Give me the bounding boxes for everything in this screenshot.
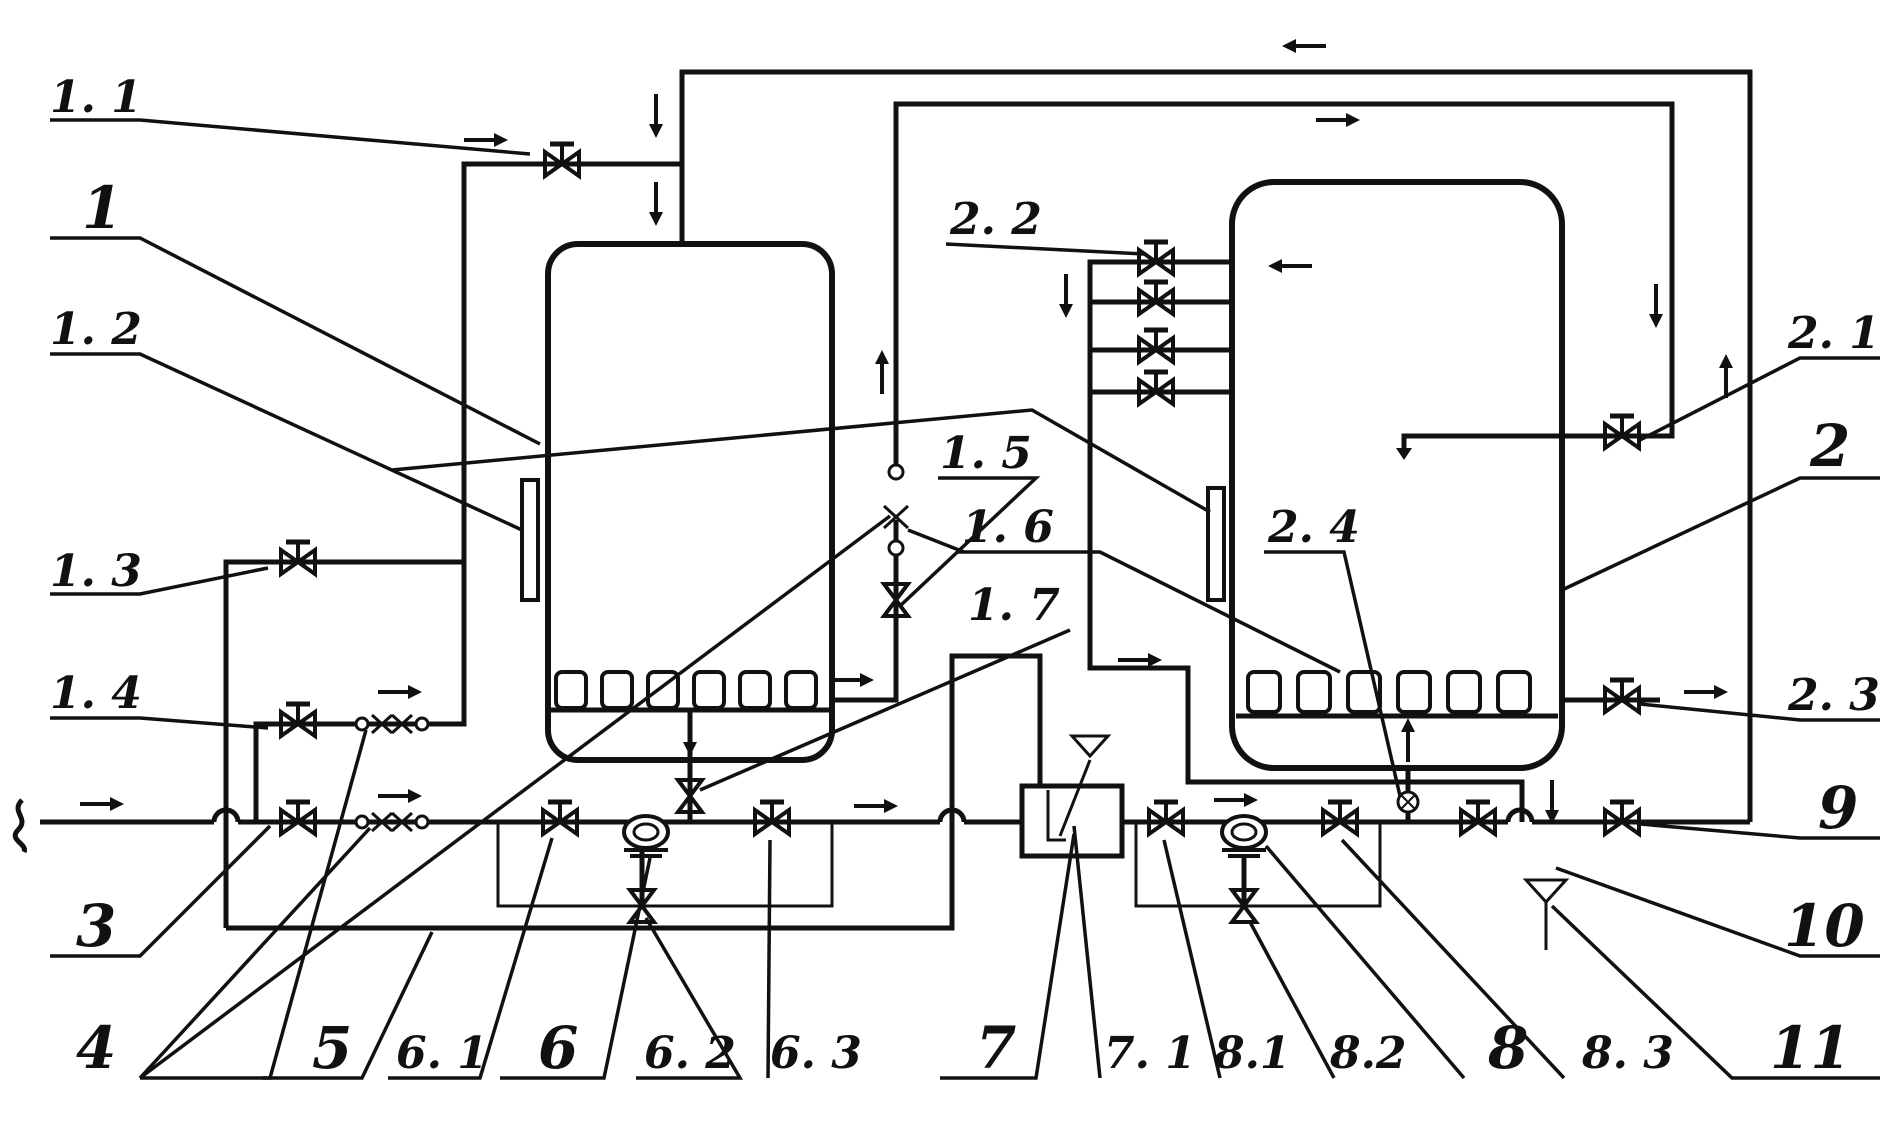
leader-lines bbox=[50, 118, 1880, 1080]
label-1-4: 1. 4 bbox=[50, 668, 142, 719]
valve-3-icon[interactable] bbox=[281, 802, 315, 834]
label-1-3: 1. 3 bbox=[50, 546, 142, 597]
vessel-2-filter-caps bbox=[1246, 670, 1532, 714]
valve-8-1-icon[interactable] bbox=[1149, 802, 1183, 834]
label-9: 9 bbox=[1818, 774, 1858, 842]
label-1: 1 bbox=[82, 174, 122, 242]
label-2-1: 2. 1 bbox=[1787, 308, 1880, 359]
labels: 1. 1 1 1. 2 1. 3 1. 4 3 4 5 6. 1 6 6. 2 … bbox=[50, 72, 1880, 1082]
vessel-1-filter-caps bbox=[554, 670, 818, 710]
label-6-1: 6. 1 bbox=[396, 1028, 488, 1079]
vessel-2-sight-glass bbox=[1206, 486, 1226, 602]
pump-8-icon bbox=[1220, 814, 1268, 858]
label-6-3: 6. 3 bbox=[770, 1028, 862, 1079]
label-7: 7 bbox=[976, 1014, 1016, 1082]
valve-8-3-icon[interactable] bbox=[1323, 802, 1357, 834]
label-8-2: 8.2 bbox=[1329, 1028, 1407, 1079]
meter-2-4-icon bbox=[1396, 790, 1420, 814]
vessel-1 bbox=[520, 241, 835, 763]
valve-1-4-icon[interactable] bbox=[281, 704, 315, 736]
label-10: 10 bbox=[1784, 892, 1865, 960]
label-4: 4 bbox=[76, 1014, 116, 1082]
valve-2-2c-icon[interactable] bbox=[1139, 330, 1173, 362]
valve-1-1-icon[interactable] bbox=[545, 144, 579, 176]
label-2-3: 2. 3 bbox=[1787, 670, 1880, 721]
valve-6-1-icon[interactable] bbox=[543, 802, 577, 834]
label-2-4: 2. 4 bbox=[1267, 502, 1360, 553]
label-2: 2 bbox=[1809, 412, 1850, 480]
label-1-7: 1. 7 bbox=[968, 580, 1060, 631]
drain-funnel-11-icon bbox=[1522, 878, 1570, 905]
valve-1-3-icon[interactable] bbox=[281, 542, 315, 574]
valve-2-3-icon[interactable] bbox=[1605, 680, 1639, 712]
valve-2-2-icon[interactable] bbox=[1139, 242, 1173, 274]
label-1-6: 1. 6 bbox=[962, 502, 1054, 553]
label-8: 8 bbox=[1487, 1014, 1528, 1082]
check-valve-4c-icon bbox=[882, 463, 910, 557]
label-1-1: 1. 1 bbox=[50, 72, 142, 123]
valve-6-3-icon[interactable] bbox=[755, 802, 789, 834]
label-6: 6 bbox=[538, 1014, 578, 1082]
vessel-1-sight-glass bbox=[520, 478, 540, 602]
pump-6-icon bbox=[622, 814, 670, 858]
label-5: 5 bbox=[312, 1014, 352, 1082]
valve-2-1-icon[interactable] bbox=[1605, 416, 1639, 448]
label-1-5: 1. 5 bbox=[940, 428, 1032, 479]
label-6-2: 6. 2 bbox=[644, 1028, 736, 1079]
label-2-2: 2. 2 bbox=[949, 194, 1042, 245]
valve-2-2d-icon[interactable] bbox=[1139, 372, 1173, 404]
label-7-1: 7. 1 bbox=[1104, 1028, 1196, 1079]
label-8-1: 8.1 bbox=[1213, 1028, 1291, 1079]
label-1-2: 1. 2 bbox=[50, 304, 142, 355]
valve-2-2b-icon[interactable] bbox=[1139, 282, 1173, 314]
label-3: 3 bbox=[76, 892, 116, 960]
vessel-2 bbox=[1206, 179, 1600, 771]
valve-9-icon[interactable] bbox=[1605, 802, 1639, 834]
label-8-3: 8. 3 bbox=[1581, 1028, 1674, 1079]
label-11: 11 bbox=[1770, 1014, 1851, 1082]
valve-10-icon[interactable] bbox=[1461, 802, 1495, 834]
